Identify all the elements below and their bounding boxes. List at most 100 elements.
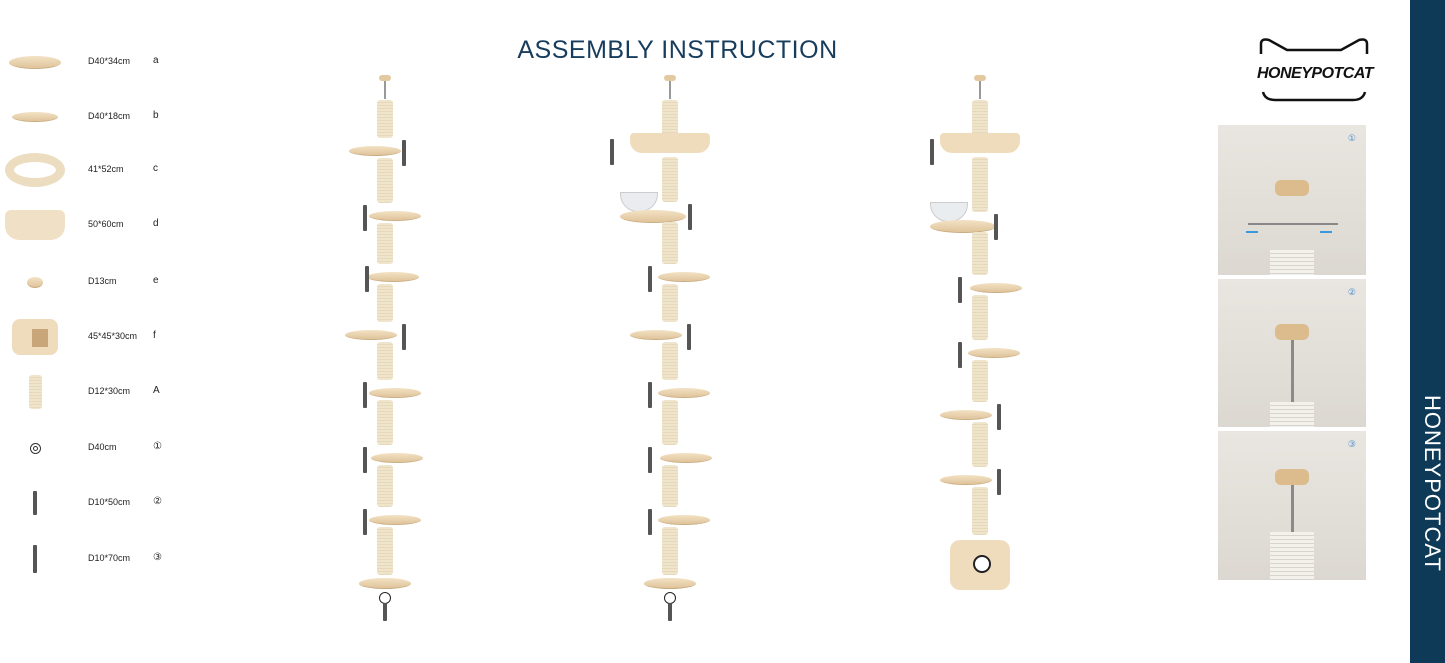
sisal-post <box>972 232 988 275</box>
part-code: d <box>153 218 159 229</box>
sisal-post <box>377 100 393 138</box>
sisal-post <box>972 422 988 467</box>
screw-icon <box>648 266 652 292</box>
bed-platform <box>940 133 1020 153</box>
sidebar-brand-text: HONEYPOTCAT <box>1420 395 1445 572</box>
part-dimension: 50*60cm <box>88 219 124 229</box>
sisal-post <box>972 360 988 402</box>
screw-icon <box>648 509 652 535</box>
sisal-post <box>662 400 678 445</box>
sisal-post <box>377 158 393 203</box>
screw-icon <box>994 214 998 240</box>
part-item: D12*30cm A <box>0 375 200 409</box>
platform <box>630 330 682 340</box>
screw-icon <box>610 139 614 165</box>
ring-platform <box>620 210 686 223</box>
sisal-post <box>377 342 393 380</box>
step-number: ① <box>1347 133 1356 143</box>
sisal-post <box>662 465 678 507</box>
brand-logo-icon <box>1259 38 1369 102</box>
screw-icon <box>648 382 652 408</box>
sisal-post <box>972 487 988 535</box>
part-image <box>5 102 65 132</box>
part-dimension: 41*52cm <box>88 164 124 174</box>
ceiling-cap <box>664 75 676 81</box>
part-item: D40*34cm a <box>0 47 200 77</box>
part-item: D40cm ① <box>0 433 200 463</box>
part-code: c <box>153 163 158 174</box>
part-item: 50*60cm d <box>0 210 200 240</box>
sisal-post <box>662 284 678 322</box>
part-image <box>5 47 65 77</box>
part-code: b <box>153 110 159 121</box>
screw-icon <box>997 469 1001 495</box>
sisal-post <box>377 465 393 507</box>
bed-platform <box>630 133 710 153</box>
part-code: ② <box>153 496 162 507</box>
sisal-post <box>377 527 393 575</box>
bowl <box>930 202 968 222</box>
platform <box>660 453 712 463</box>
platform <box>371 453 423 463</box>
part-code: ③ <box>153 552 162 563</box>
platform <box>940 475 992 485</box>
screw-icon <box>668 603 672 621</box>
brand-sidebar <box>1410 0 1445 663</box>
screw-icon <box>363 382 367 408</box>
platform <box>658 515 710 525</box>
part-dimension: D12*30cm <box>88 386 131 396</box>
part-item: D10*70cm ③ <box>0 544 200 574</box>
screw-icon <box>402 324 406 350</box>
screw-icon <box>363 205 367 231</box>
screw-icon <box>365 266 369 292</box>
part-dimension: 45*45*30cm <box>88 331 138 341</box>
step-number: ③ <box>1347 439 1356 449</box>
base-platform <box>359 578 411 589</box>
step-number: ② <box>1347 287 1356 297</box>
platform <box>369 388 421 398</box>
screw-icon <box>402 140 406 166</box>
screw-icon <box>930 139 934 165</box>
step-photo-3: ③ <box>1218 431 1366 580</box>
platform <box>369 211 421 221</box>
platform <box>970 283 1022 293</box>
platform <box>968 348 1020 358</box>
step-photo-2: ② <box>1218 279 1366 427</box>
screw-icon <box>383 603 387 621</box>
platform <box>940 410 992 420</box>
part-image <box>5 488 65 518</box>
sisal-post <box>377 223 393 264</box>
part-dimension: D40*18cm <box>88 111 131 121</box>
sisal-post <box>377 400 393 445</box>
sisal-post <box>972 157 988 212</box>
part-dimension: D40cm <box>88 442 117 452</box>
part-dimension: D13cm <box>88 276 117 286</box>
screw-icon <box>997 404 1001 430</box>
arrow-icon <box>1320 231 1332 233</box>
bowl <box>620 192 658 212</box>
platform <box>345 330 397 340</box>
arrow-icon <box>1246 231 1258 233</box>
part-image <box>5 544 65 574</box>
ring-platform <box>930 220 996 233</box>
platform <box>658 272 710 282</box>
sisal-post <box>377 284 393 322</box>
washer-icon <box>973 555 991 573</box>
page-title: ASSEMBLY INSTRUCTION <box>517 36 838 64</box>
platform <box>369 515 421 525</box>
screw-icon <box>688 204 692 230</box>
part-item: D10*50cm ② <box>0 488 200 518</box>
sisal-post <box>662 157 678 202</box>
screw-icon <box>363 447 367 473</box>
screw-icon <box>648 447 652 473</box>
sisal-post <box>662 527 678 575</box>
part-image <box>5 210 65 240</box>
sisal-post <box>972 100 988 137</box>
sisal-post <box>662 100 678 137</box>
ceiling-cap <box>379 75 391 81</box>
tension-rod <box>384 81 386 99</box>
part-dimension: D40*34cm <box>88 56 131 66</box>
tension-rod <box>979 81 981 99</box>
ceiling-cap <box>974 75 986 81</box>
sisal-post <box>662 222 678 264</box>
